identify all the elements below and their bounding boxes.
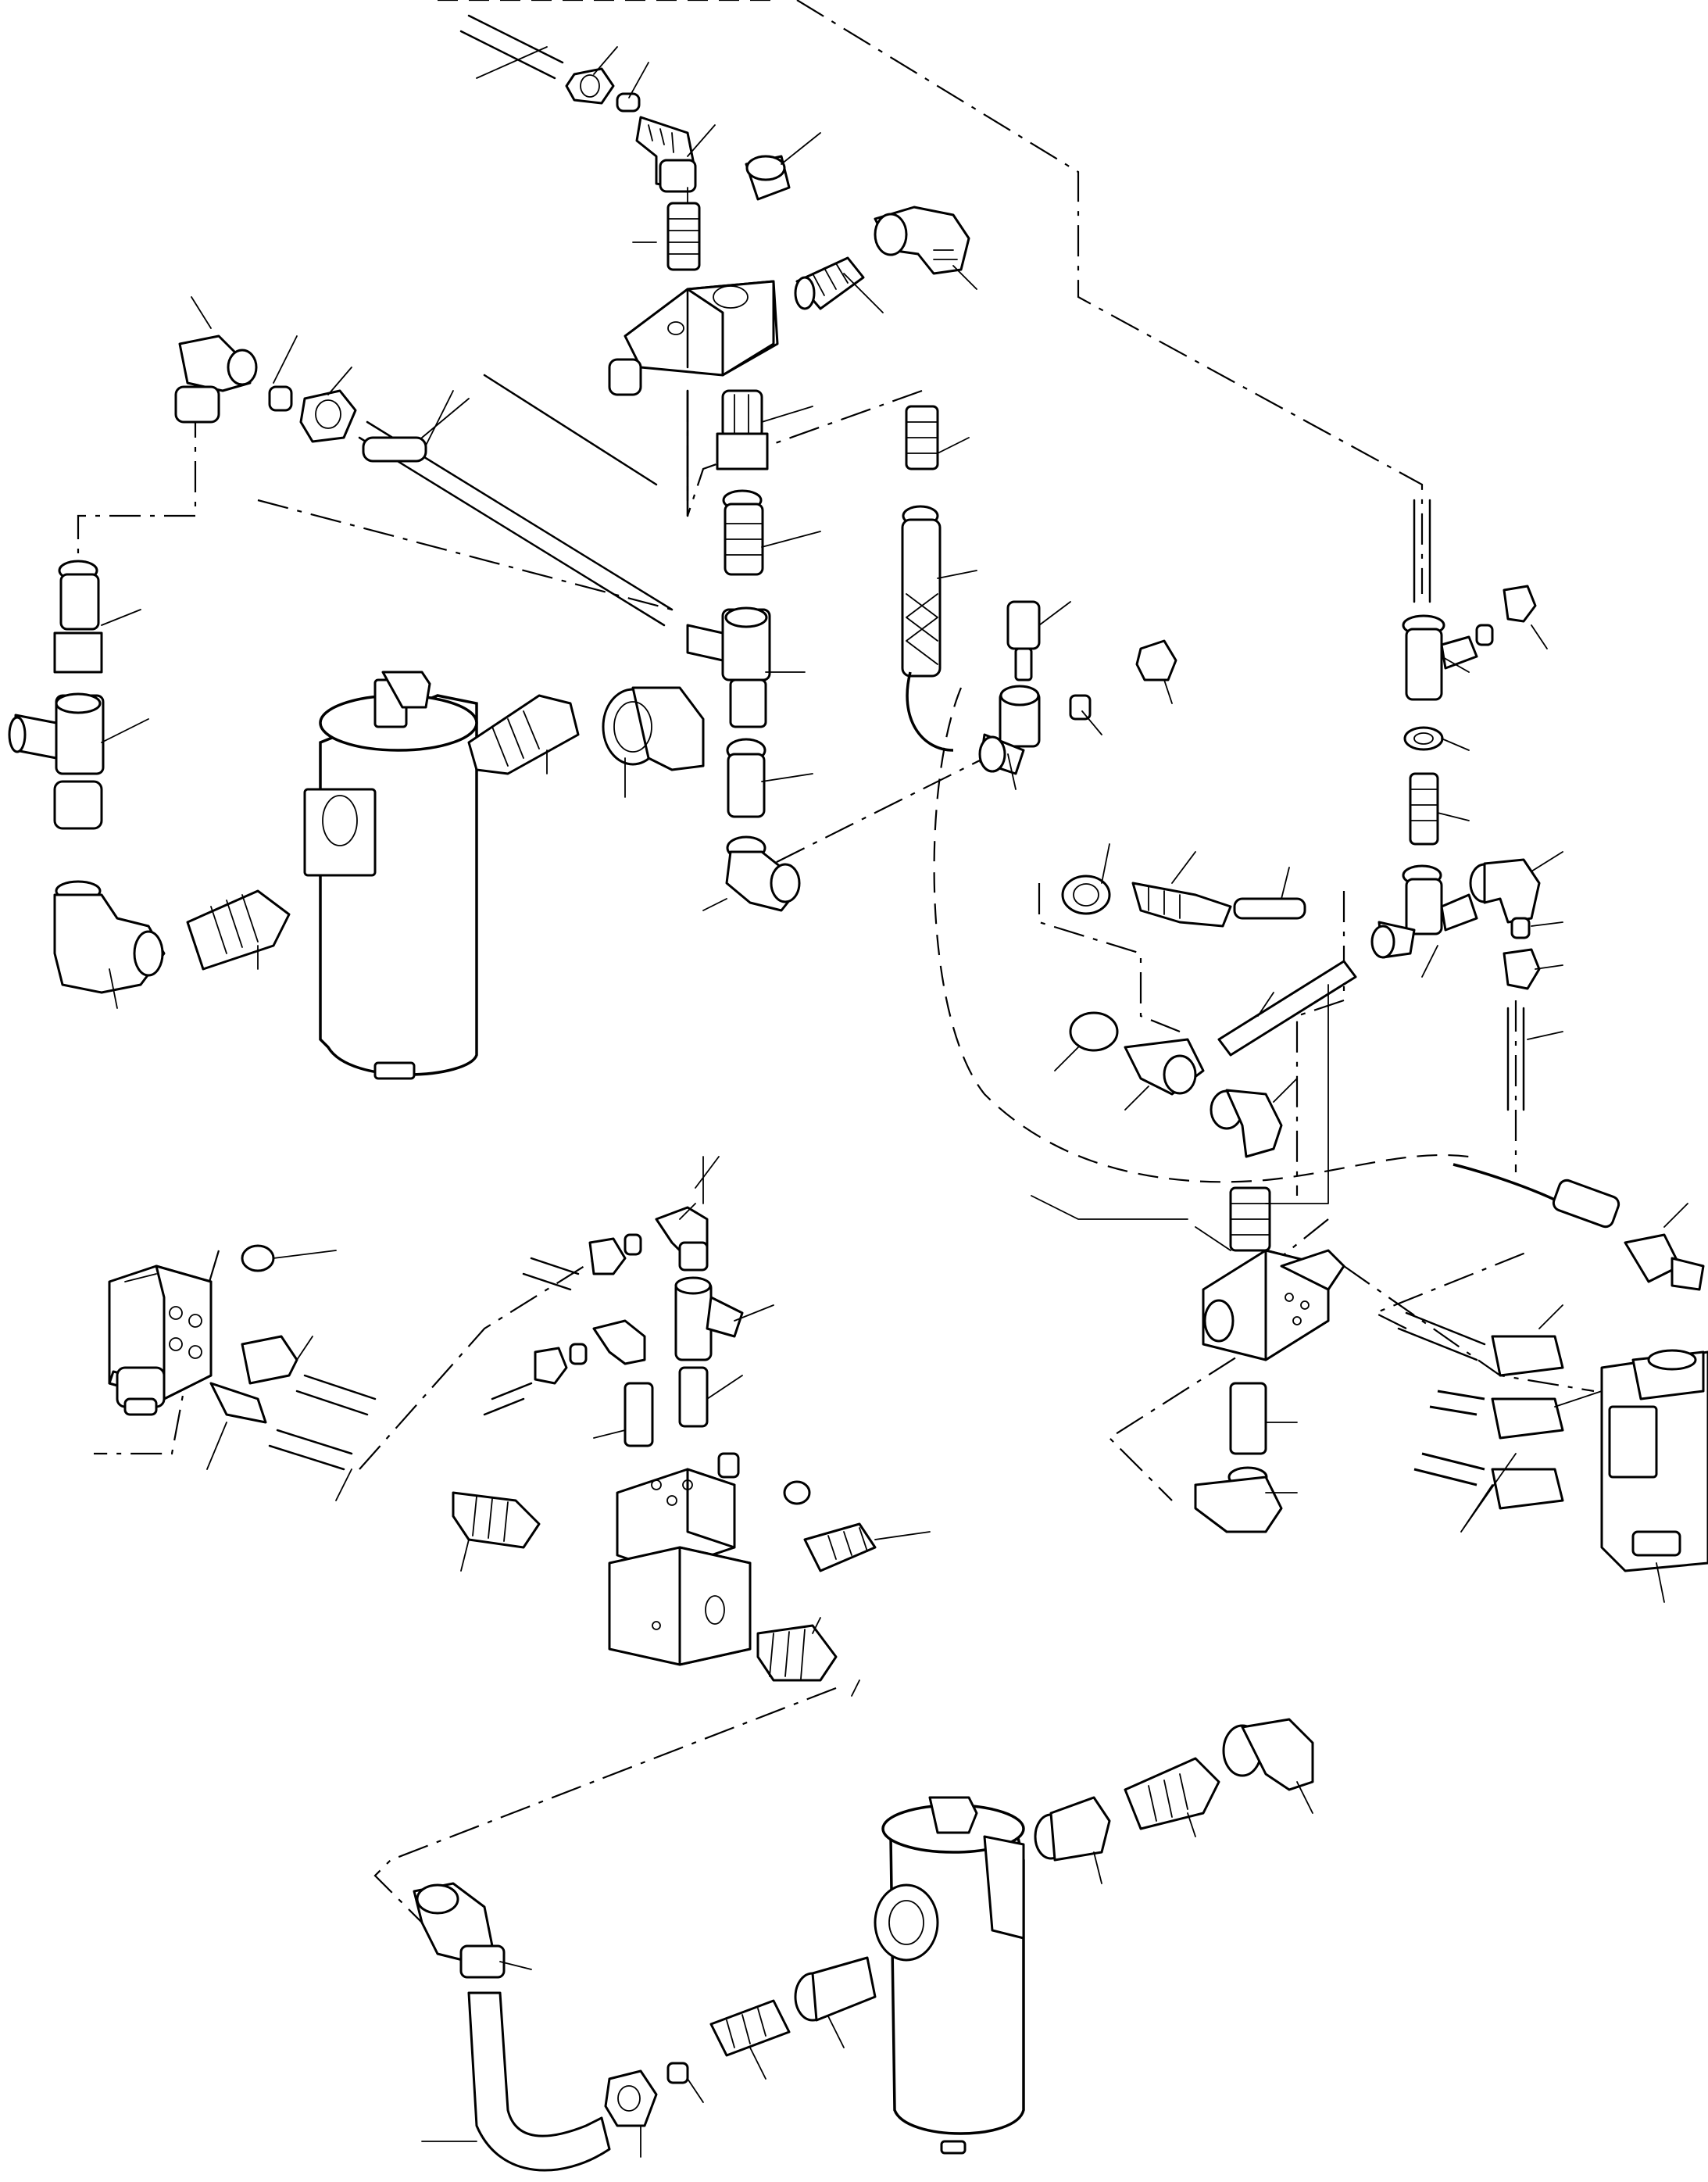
tee-right-middle: [1370, 864, 1478, 959]
nipple-lower-filter-left: [794, 1956, 877, 2022]
top-elbow-line-assembly: [438, 0, 821, 271]
tube-middle-diagonal: [1217, 960, 1357, 1057]
valve-block-body: [608, 1452, 752, 1666]
tube-lower-mid: [483, 1382, 533, 1416]
tee-center: [686, 606, 771, 728]
manifold-right-fittings: [794, 206, 977, 313]
elbow-right-middle: [1469, 858, 1541, 924]
check-valve-assembly: [978, 600, 1177, 790]
center-vertical-stack: [686, 389, 821, 912]
tube-top: [438, 0, 781, 80]
sleeve-lower-filter: [666, 2062, 689, 2084]
coupler-c: [726, 738, 766, 818]
small-valve: [1006, 600, 1041, 681]
elbow-lower-left: [53, 880, 166, 994]
nipple-lower-right-col: [678, 1366, 709, 1428]
lower-filter-assembly: [413, 1718, 1314, 2172]
nipple-lower-left-a: [241, 1335, 298, 1385]
bent-tube-lower: [467, 1991, 611, 2172]
nipple-filter-left: [186, 889, 291, 971]
nut-top: [565, 67, 615, 105]
lower-right-solenoid-valve: [1397, 1304, 1708, 1603]
elbow-right: [874, 206, 970, 275]
tee-upper-right: [1402, 614, 1478, 701]
middle-right-fittings: [1054, 843, 1357, 1158]
nut-lower-a: [588, 1237, 627, 1275]
nut-right-small: [1503, 948, 1541, 990]
nipple-lower-left-b: [209, 1382, 267, 1424]
nut-lower-filter: [604, 2069, 658, 2127]
filter-lower: [874, 1796, 1025, 2155]
nipple-right: [794, 256, 865, 310]
coupler-b: [722, 489, 764, 576]
lower-left-solenoid-valve: [108, 1264, 213, 1416]
tube-upper-left: [362, 436, 427, 463]
tube-middle-right: [1233, 897, 1306, 920]
lower-left-fittings: [206, 1244, 377, 1501]
left-vertical-stack: [53, 560, 103, 674]
tee-left: [8, 692, 105, 830]
right-hose-assembly: [1453, 1163, 1705, 1291]
elbow-lower-a: [655, 1206, 709, 1272]
elbow-lower-filter-left: [413, 1882, 506, 1979]
tee-middle-right: [1124, 1038, 1205, 1096]
lower-center-valve-block: [452, 1156, 931, 1682]
elbow-filter-right: [602, 686, 705, 771]
sleeve-lower-b: [569, 1343, 588, 1365]
nut-middle-right: [1061, 875, 1111, 915]
nipple-filter-right: [467, 694, 580, 775]
nut-lower-b: [534, 1347, 568, 1385]
small-sleeve: [1069, 694, 1092, 721]
elbow-bottom-center: [725, 835, 801, 912]
elbow-lower-filter-right: [1222, 1718, 1314, 1791]
nut-upper-left: [299, 389, 357, 443]
plug-top: [745, 155, 791, 201]
long-tube-left: [358, 374, 674, 627]
sleeve-lower-a: [624, 1233, 642, 1256]
leader-lines-top: [476, 46, 821, 243]
upper-left-filter-assembly: [8, 296, 705, 1080]
filter-upper-left: [303, 671, 478, 1080]
plug-valve-right: [783, 1480, 811, 1505]
plug-lower-left: [241, 1244, 275, 1272]
sleeve-upper-left: [268, 385, 293, 412]
nipple-lower-filter-right: [1124, 1757, 1220, 1830]
elbow-lower-b: [592, 1319, 646, 1365]
nut-middle-left: [1069, 1011, 1119, 1052]
nut-far-right: [1503, 585, 1537, 623]
tee-lower: [674, 1276, 744, 1361]
nipple-valve-bottom: [756, 1624, 838, 1682]
elbow-top: [635, 116, 697, 193]
elbow-upper-left: [174, 334, 258, 424]
washer-right: [1403, 726, 1444, 751]
tee-small: [978, 685, 1041, 775]
upper-manifold-block: [608, 280, 779, 517]
nipple-valve-left: [452, 1491, 541, 1549]
sleeve-right-small: [1510, 917, 1531, 939]
elbow-middle-right: [1210, 1089, 1283, 1158]
nipple-lower-left-col: [624, 1382, 654, 1447]
small-nut: [1135, 639, 1177, 681]
center-manifold-block: [1194, 1186, 1345, 1533]
nipple-middle-right: [1131, 882, 1232, 928]
tube-lower-upper: [522, 1257, 580, 1291]
nipple-top: [666, 202, 701, 271]
upper-right-tee-assembly: [1370, 499, 1563, 1111]
strainer-valve-right: [803, 1522, 877, 1572]
center-hose-assembly: [901, 405, 977, 752]
sleeve-top: [616, 92, 641, 113]
misc-lines: [686, 389, 1329, 1697]
coupler-lower-filter-right: [1034, 1796, 1111, 1862]
sleeve-far-right: [1475, 624, 1494, 646]
coupler-a: [716, 389, 769, 470]
coupler-lower-filter-left: [709, 1999, 791, 2057]
nipple-upper-right: [1409, 772, 1439, 846]
